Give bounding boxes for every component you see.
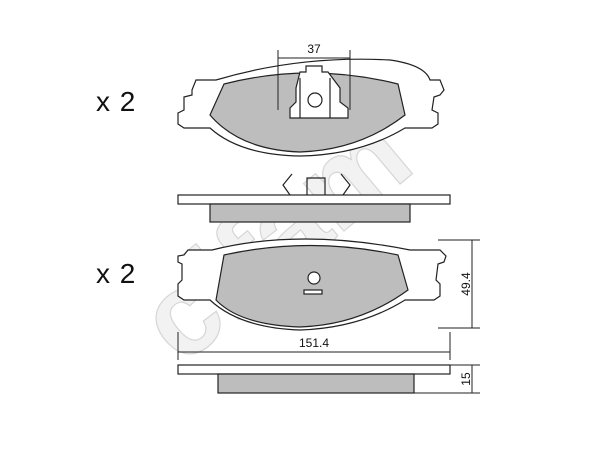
height-value: 49.4 — [459, 272, 473, 296]
top-side-clip-spring — [282, 173, 351, 196]
quantity-label-bottom: x 2 — [96, 258, 137, 289]
width-value: 151.4 — [299, 336, 329, 350]
bottom-pad-slot-marker — [303, 289, 323, 295]
top-side-view — [177, 173, 451, 223]
bottom-side-backplate — [177, 364, 451, 375]
top-side-backplate — [177, 194, 451, 205]
bottom-pad-wear-indicator — [307, 271, 321, 285]
top-pad-clip-hole — [307, 92, 323, 108]
top-pad-view — [177, 58, 445, 157]
clip-width-dimension — [277, 50, 351, 110]
top-side-friction — [209, 203, 411, 223]
bottom-side-friction — [217, 373, 415, 394]
clip-width-value: 37 — [307, 42, 321, 56]
quantity-label-top: x 2 — [96, 86, 137, 117]
thickness-dimension — [414, 364, 480, 394]
bottom-pad-view — [177, 238, 447, 331]
thickness-value: 15 — [459, 372, 473, 386]
top-pad-spring-clip — [289, 65, 349, 119]
bottom-side-view — [177, 364, 451, 394]
bottom-pad-friction-material — [215, 244, 409, 328]
width-dimension — [177, 332, 451, 360]
height-dimension — [438, 239, 480, 329]
